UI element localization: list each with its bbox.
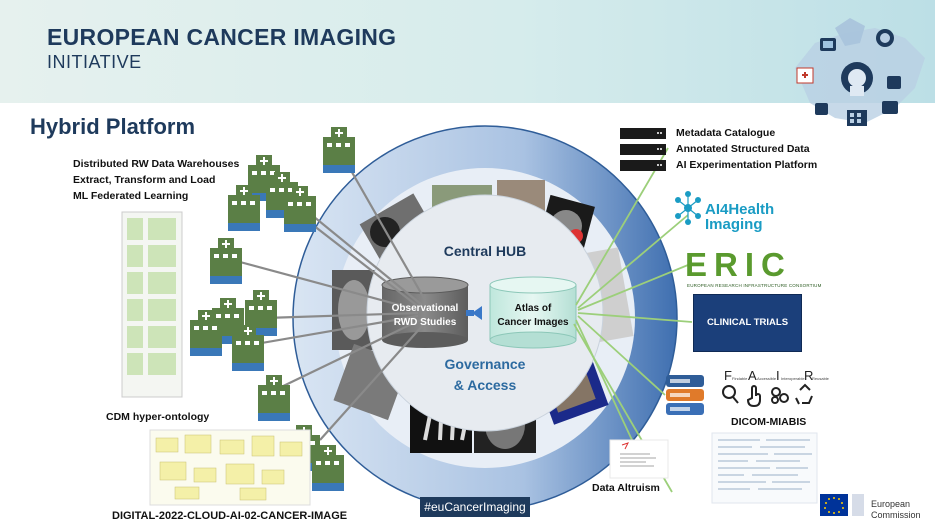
- eu-map-logo: [795, 18, 925, 126]
- ai4health-logo-icon: [675, 191, 701, 225]
- fair-letter-f: F: [724, 368, 732, 383]
- left-label-2: Extract, Transform and Load: [73, 174, 216, 186]
- fair-word-accessible: Accessible: [757, 376, 777, 381]
- fair-word-interoperable: Interoperable: [781, 376, 805, 381]
- fair-word-findable: Findable: [732, 376, 748, 381]
- hub-arrow: [472, 306, 482, 320]
- left-labels: Distributed RW Data Warehouses Extract, …: [73, 156, 239, 204]
- footer-code: DIGITAL-2022-CLOUD-AI-02-CANCER-IMAGE: [112, 510, 348, 522]
- governance-line2: & Access: [453, 377, 517, 393]
- observational-db-line1: Observational: [391, 303, 459, 314]
- left-label-1: Distributed RW Data Warehouses: [73, 158, 240, 170]
- central-hub-title: Central HUB: [443, 243, 527, 259]
- hashtag-label: #euCancerImaging: [420, 497, 530, 517]
- atlas-db: [489, 276, 577, 349]
- atlas-db-line1: Atlas of: [514, 303, 552, 314]
- left-label-3: ML Federated Learning: [73, 190, 189, 202]
- observational-db-line2: RWD Studies: [393, 317, 457, 328]
- ai4health-line2: Imaging: [705, 216, 763, 233]
- fair-letter-i: I: [776, 368, 780, 383]
- ai-platform-label: AI Experimentation Platform: [676, 159, 818, 171]
- ai4health-line1: AI4Health: [705, 201, 775, 218]
- governance-label: Governance & Access: [420, 354, 550, 396]
- cdm-label: CDM hyper-ontology: [106, 411, 210, 423]
- eu-flag-logo: [820, 494, 864, 516]
- european-commission-text: European Commission: [871, 499, 921, 521]
- ec-line1: European: [871, 499, 911, 509]
- dicom-db-icon: [666, 375, 704, 415]
- fair-letter-a: A: [748, 368, 757, 383]
- dicom-miabis-thumbnail: [711, 432, 818, 504]
- er-diagram-thumbnail: [149, 429, 311, 506]
- governance-line1: Governance: [444, 356, 526, 372]
- observational-db-label: Observational RWD Studies: [382, 302, 468, 330]
- header-banner: EUROPEAN CANCER IMAGING INITIATIVE: [0, 0, 935, 126]
- data-altruism-thumbnail: [609, 439, 669, 479]
- green-links: [573, 147, 693, 493]
- ec-line2: Commission: [871, 510, 921, 520]
- metadata-catalogue-label: Metadata Catalogue: [676, 127, 776, 139]
- dicom-miabis-label: DICOM-MIABIS: [731, 416, 807, 428]
- header-subtitle: INITIATIVE: [47, 52, 142, 72]
- ai4health-logo-text: AI4Health Imaging: [705, 202, 774, 232]
- slide-title: Hybrid Platform: [30, 114, 196, 139]
- hospital-links: [239, 159, 426, 441]
- eric-logo-text: ERIC: [685, 246, 792, 283]
- fair-word-reusable: Reusable: [812, 376, 829, 381]
- atlas-db-line2: Cancer Images: [497, 317, 569, 328]
- header-title: EUROPEAN CANCER IMAGING: [47, 24, 397, 50]
- annotated-data-label: Annotated Structured Data: [676, 143, 810, 155]
- fair-letter-r: R: [804, 368, 814, 383]
- clinical-trials-text: CLINICAL TRIALS: [706, 317, 789, 328]
- atlas-db-label: Atlas of Cancer Images: [490, 302, 576, 330]
- clinical-trials-banner: CLINICAL TRIALS: [693, 294, 802, 352]
- eric-subtitle: EUROPEAN RESEARCH INFRASTRUCTURE CONSORT…: [687, 283, 822, 288]
- data-altruism-label: Data Altruism: [592, 482, 660, 494]
- fair-icons: [722, 383, 813, 408]
- right-stack-labels: Metadata Catalogue Annotated Structured …: [676, 125, 817, 173]
- server-stack-icon: [620, 128, 666, 171]
- cdm-ontology-thumbnail: [121, 211, 183, 398]
- central-hub: [366, 194, 604, 432]
